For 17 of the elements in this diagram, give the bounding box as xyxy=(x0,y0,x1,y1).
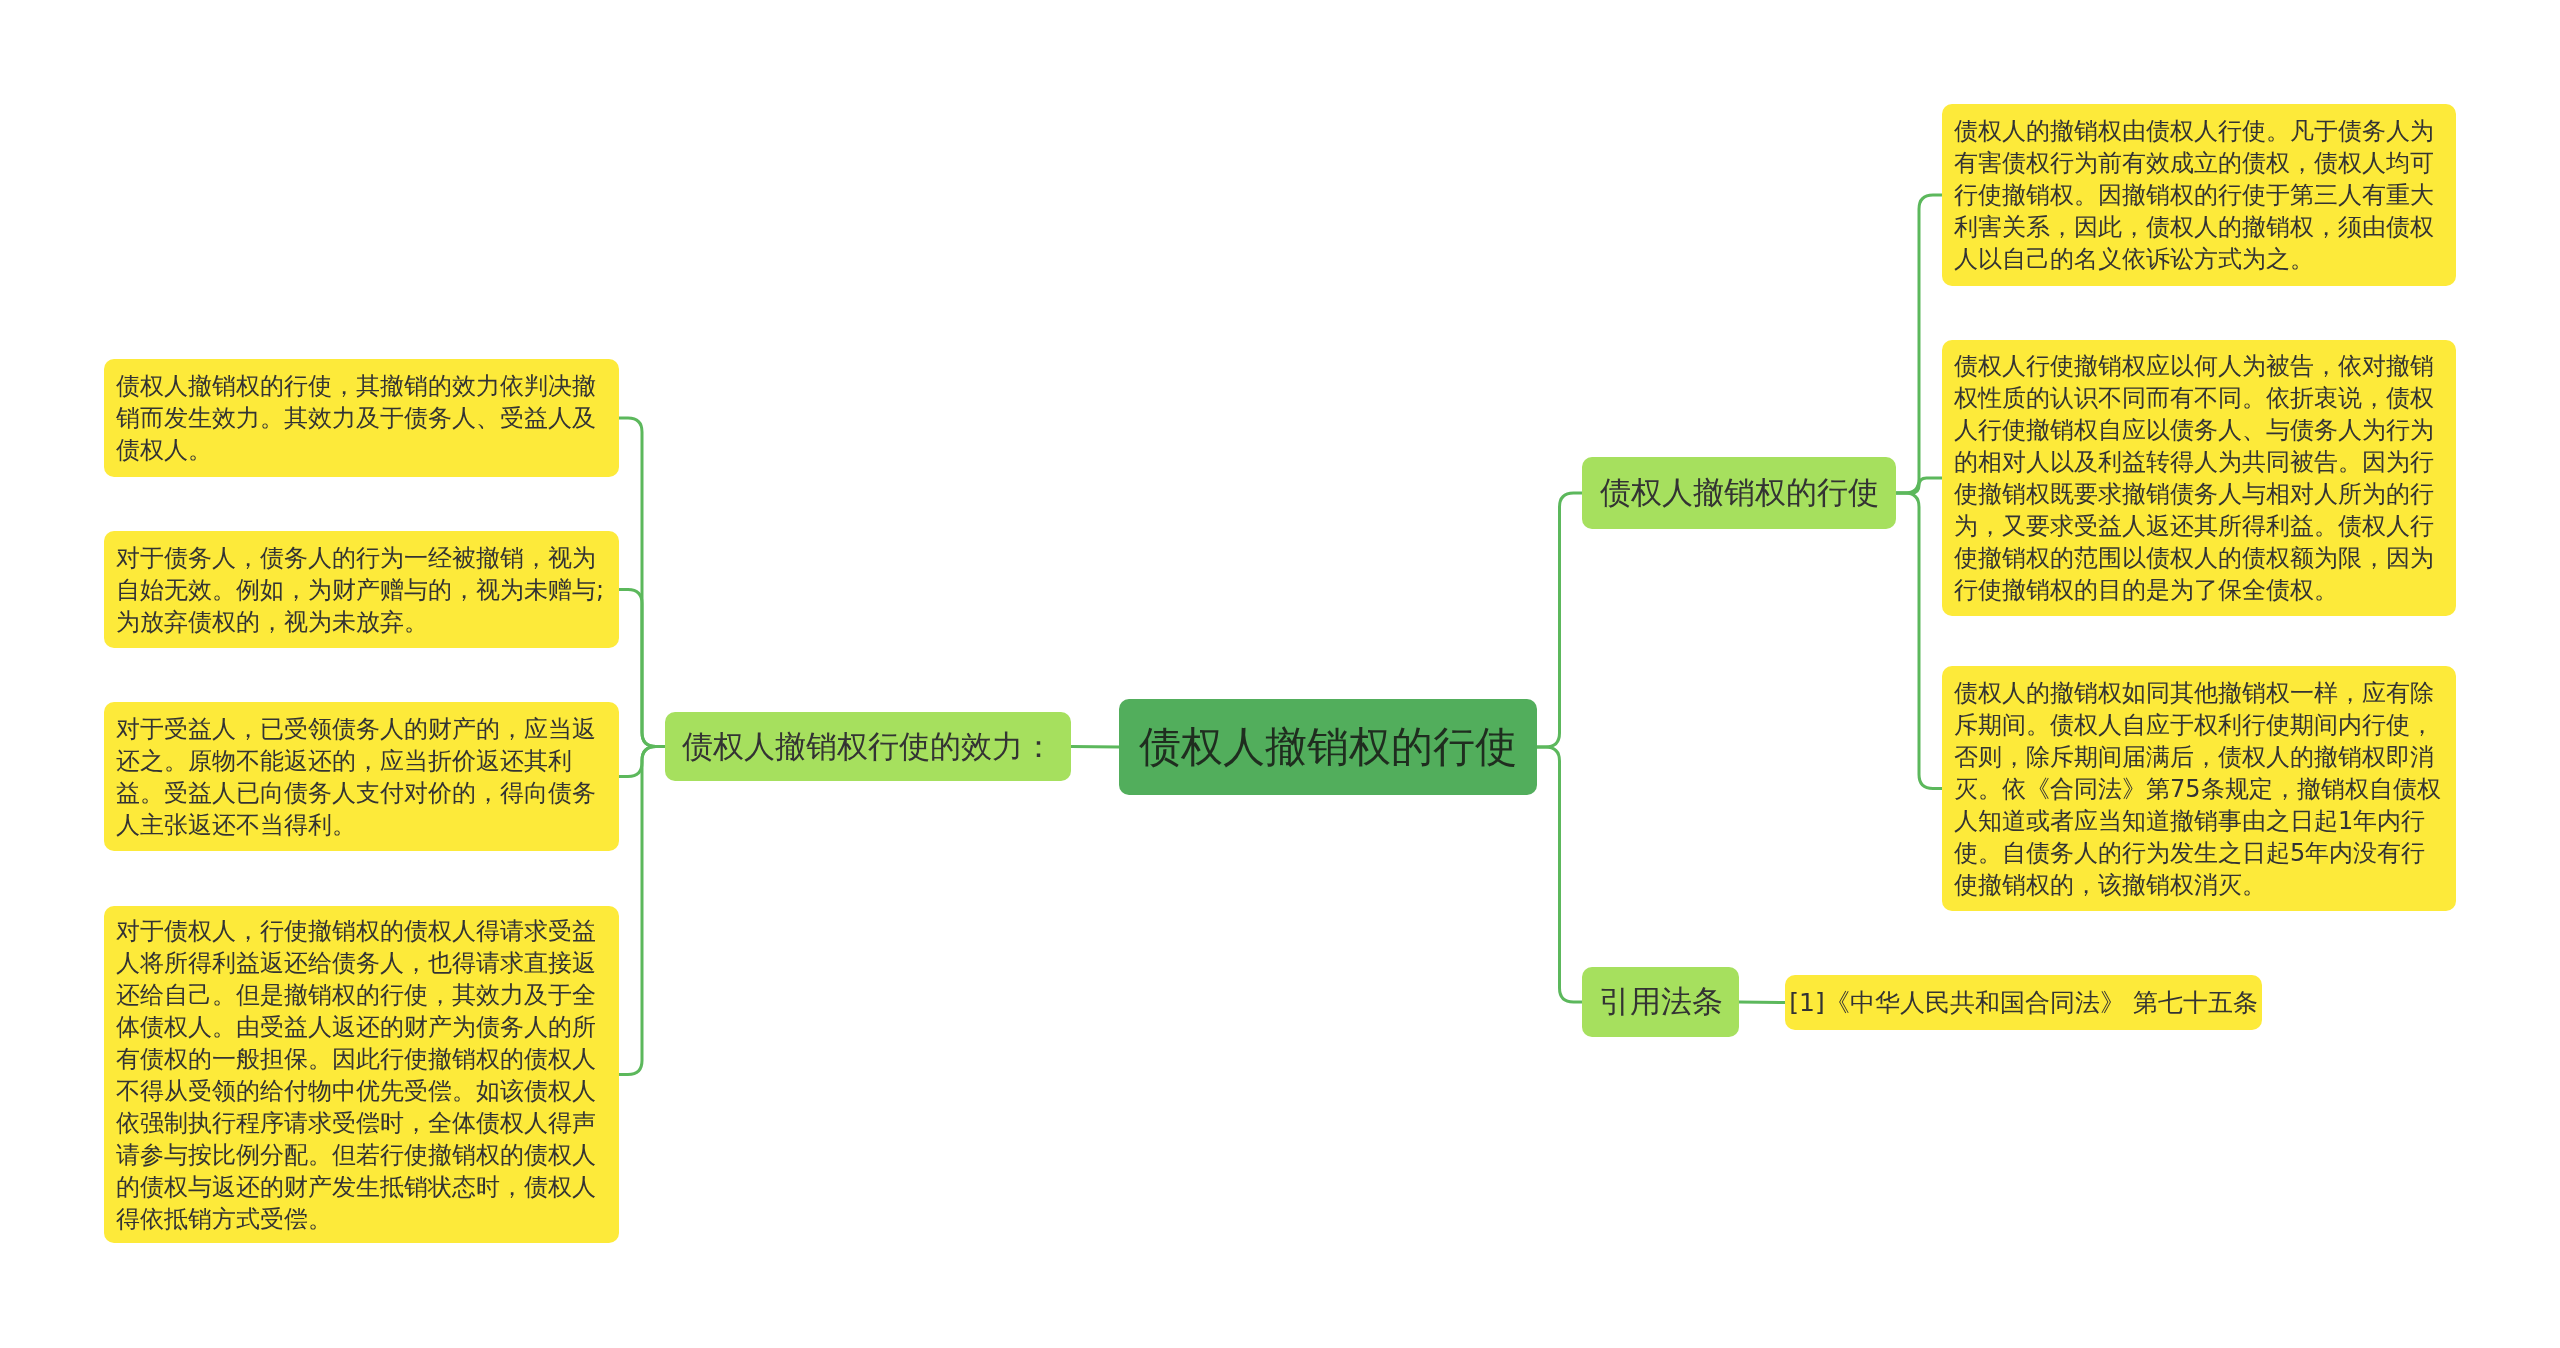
connector-line xyxy=(1739,1000,1785,1004)
connector-line xyxy=(619,745,665,1076)
note-box: 对于债务人，债务人的行为一经被撤销，视为自始无效。例如，为财产赠与的，视为未赠与;为放弃债权的，视为未放弃。 xyxy=(104,531,619,648)
note-box: 债权人撤销权的行使，其撤销的效力依判决撤销而发生效力。其效力及于债务人、受益人及债权人。 xyxy=(104,359,619,477)
connector-line xyxy=(1537,745,1582,1004)
note-box: 债权人的撤销权由债权人行使。凡于债务人为有害债权行为前有效成立的债权，债权人均可行使撤销权。因撤销权的行使于第三人有重大利害关系，因此，债权人的撤销权，须由债权人以自己的名义依诉讼方式为之。 xyxy=(1942,104,2456,286)
note-box: 债权人的撤销权如同其他撤销权一样，应有除斥期间。债权人自应于权利行使期间内行使，否则，除斥期间届满后，债权人的撤销权即消灭。依《合同法》第75条规定，撤销权自债权人知道或者应当知道撤销事由之日起1年内行使。自债务人的行为发生之日起5年内没有行使撤销权的，该撤销权消灭。 xyxy=(1942,666,2456,911)
branch-topic-box: 债权人撤销权的行使 xyxy=(1582,457,1896,529)
citation-box: [1]《中华人民共和国合同法》 第七十五条 xyxy=(1785,975,2262,1030)
central-topic-box: 债权人撤销权的行使 xyxy=(1119,699,1537,795)
note-box: 债权人行使撤销权应以何人为被告，依对撤销权性质的认识不同而有不同。依折衷说，债权人行使撤销权自应以债务人、与债务人为行为的相对人以及利益转得人为共同被告。因为行使撤销权既要求撤销债务人与相对人所为的行为，又要求受益人返还其所得利益。债权人行使撤销权的范围以债权人的债权额为限，因为行使撤销权的目的是为了保全债权。 xyxy=(1942,340,2456,616)
note-box: 对于债权人，行使撤销权的债权人得请求受益人将所得利益返还给债务人，也得请求直接返还给自己。但是撤销权的行使，其效力及于全体债权人。由受益人返还的财产为债务人的所有债权的一般担保。因此行使撤销权的债权人不得从受领的给付物中优先受偿。如该债权人依强制执行程序请求受偿时，全体债权人得声请参与按比例分配。但若行使撤销权的债权人的债权与返还的财产发生抵销状态时，债权人得依抵销方式受偿。 xyxy=(104,906,619,1243)
note-box: 对于受益人，已受领债务人的财产的，应当返还之。原物不能返还的，应当折价返还其利益。受益人已向债务人支付对价的，得向债务人主张返还不当得利。 xyxy=(104,702,619,851)
branch-topic-box: 债权人撤销权行使的效力： xyxy=(665,712,1071,781)
branch-topic-box: 引用法条 xyxy=(1582,967,1739,1037)
connector-line xyxy=(1071,745,1119,749)
connector-line xyxy=(1896,491,1942,790)
